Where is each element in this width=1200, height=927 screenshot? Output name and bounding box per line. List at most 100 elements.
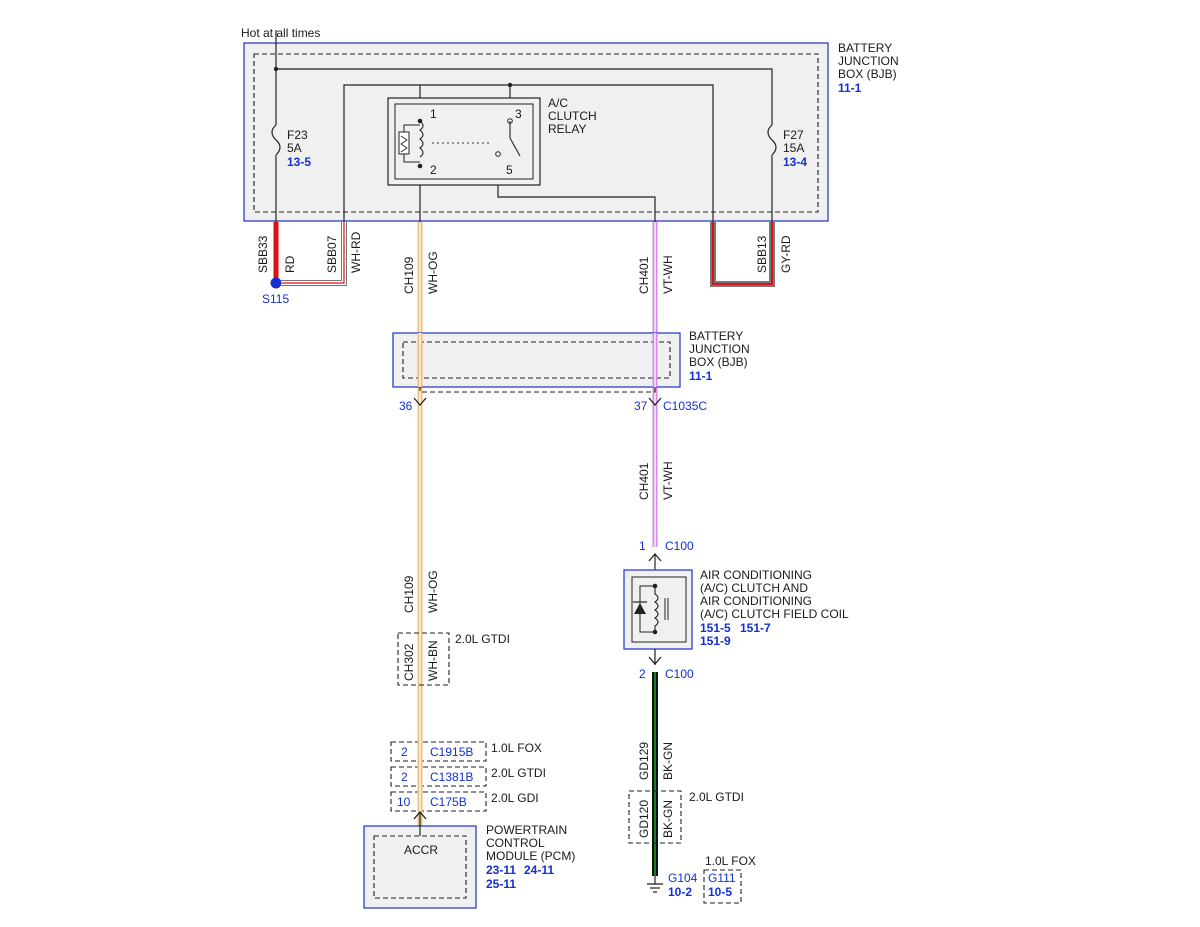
fuse-f23-name: F23 [287,128,308,142]
c1915b-pin: 2 [401,745,408,759]
relay-pin-5: 5 [506,163,513,177]
relay-pin-1: 1 [430,107,437,121]
ch109-mid-circuit: CH109 [402,575,416,613]
pcm-name-3: MODULE (PCM) [486,849,575,863]
ground-g111-name[interactable]: G111 [708,871,736,885]
wire-sbb13[interactable] [710,222,775,287]
splice-s115-dot [270,277,282,289]
pcm-name-1: POWERTRAIN [486,823,567,837]
gd120-circuit: GD120 [637,800,651,838]
relay-pin-2: 2 [430,163,437,177]
bjb-mid-pin-36: 36 [399,399,413,413]
ch401-color: VT-WH [661,255,675,294]
c1915b-note: 1.0L FOX [491,741,542,755]
sbb07-circuit: SBB07 [325,235,339,273]
ac-clutch-pin-1: 1 [639,539,646,553]
ac-clutch-name-3: AIR CONDITIONING [700,594,812,608]
c1915b-name[interactable]: C1915B [430,745,473,759]
connector-chevron-37 [648,397,662,406]
ground-icon [647,876,663,893]
ac-clutch-pin-2: 2 [639,667,646,681]
ch302-option-box [397,632,450,686]
fuse-f27-rating: 15A [783,141,804,155]
sbb33-color: RD [283,255,297,273]
ac-clutch-ref-3[interactable]: 151-9 [700,634,731,648]
bjb-mid-name-1: BATTERY [689,329,743,343]
gd129-circuit: GD129 [637,742,651,780]
pcm-connector-c1915b[interactable] [390,741,487,762]
ch401-mid-color: VT-WH [661,461,675,500]
gd120-color: BK-GN [661,800,675,838]
ch302-color: WH-BN [426,640,440,681]
ch109-circuit: CH109 [402,256,416,294]
ground-g104-ref[interactable]: 10-2 [668,885,692,899]
pcm-ref-2[interactable]: 24-11 [524,863,554,877]
ac-clutch-relay [387,97,541,186]
relay-switch-contact [509,137,521,157]
wire-sbb07[interactable] [281,222,347,286]
ac-clutch-component [623,569,693,650]
fuse-f27-icon [767,124,777,156]
bjb-mid-pin-37: 37 [634,399,648,413]
ch401-circuit: CH401 [637,256,651,294]
ac-clutch-connector-top[interactable]: C100 [665,539,694,553]
power-label: Hot at all times [241,26,320,40]
bjb-top-ref[interactable]: 11-1 [838,81,862,95]
gd120-option-box [628,790,682,844]
sbb13-circuit: SBB13 [755,235,769,273]
bjb-top-name-1: BATTERY [838,41,892,55]
pcm-connector-c1381b[interactable] [390,766,487,787]
c1381b-note: 2.0L GTDI [491,766,546,780]
gd129-color: BK-GN [661,742,675,780]
fuse-f23-rating: 5A [287,141,302,155]
ch109-mid-color: WH-OG [426,570,440,613]
ac-clutch-ref-2[interactable]: 151-7 [740,621,771,635]
fuse-f23-ref[interactable]: 13-5 [287,155,311,169]
ch109-color: WH-OG [426,251,440,294]
ac-clutch-name-2: (A/C) CLUTCH AND [700,581,808,595]
bjb-mid-name-2: JUNCTION [689,342,750,356]
c175b-note: 2.0L GDI [491,791,539,805]
sbb13-color: GY-RD [779,235,793,273]
c1381b-pin: 2 [401,770,408,784]
bjb-mid-box [392,332,681,393]
c1381b-name[interactable]: C1381B [430,770,473,784]
ac-clutch-chevron-bottom [648,656,662,665]
relay-pin-3: 3 [515,107,522,121]
ch401-mid-circuit: CH401 [637,462,651,500]
ground-g111-ref[interactable]: 10-5 [708,885,732,899]
bjb-mid-connector[interactable]: C1035C [663,399,707,413]
connector-chevron-36 [413,397,427,406]
sbb07-color: WH-RD [349,231,363,273]
pcm-connector-c175b[interactable] [390,791,487,812]
splice-s115-label[interactable]: S115 [262,292,289,306]
pcm-box [363,825,477,909]
ch302-note: 2.0L GTDI [455,632,510,646]
bjb-mid-ref[interactable]: 11-1 [689,369,713,383]
bjb-mid-name-3: BOX (BJB) [689,355,748,369]
pcm-ref-1[interactable]: 23-11 [486,863,516,877]
pcm-ref-3[interactable]: 25-11 [486,877,516,891]
c175b-name[interactable]: C175B [430,795,467,809]
pcm-pin-name: ACCR [404,843,438,857]
ac-clutch-connector-bottom[interactable]: C100 [665,667,694,681]
fuse-f27-name: F27 [783,128,804,142]
ac-clutch-name-1: AIR CONDITIONING [700,568,812,582]
ground-g111-option-box [703,869,742,904]
relay-name-1: A/C [548,96,568,110]
pcm-name-2: CONTROL [486,836,545,850]
fuse-f27-ref[interactable]: 13-4 [783,155,807,169]
ch302-circuit: CH302 [402,643,416,681]
bjb-top-name-2: JUNCTION [838,54,899,68]
ground-g104-name[interactable]: G104 [668,871,698,885]
ac-clutch-name-4: (A/C) CLUTCH FIELD COIL [700,607,849,621]
sbb33-circuit: SBB33 [256,235,270,273]
bjb-bus-wiring [273,30,773,222]
gd120-note: 2.0L GTDI [689,790,744,804]
relay-name-3: RELAY [548,122,586,136]
ground-g111-note: 1.0L FOX [705,854,756,868]
ac-clutch-ref-1[interactable]: 151-5 [700,621,731,635]
diode-icon [634,603,646,614]
c175b-pin: 10 [397,795,411,809]
